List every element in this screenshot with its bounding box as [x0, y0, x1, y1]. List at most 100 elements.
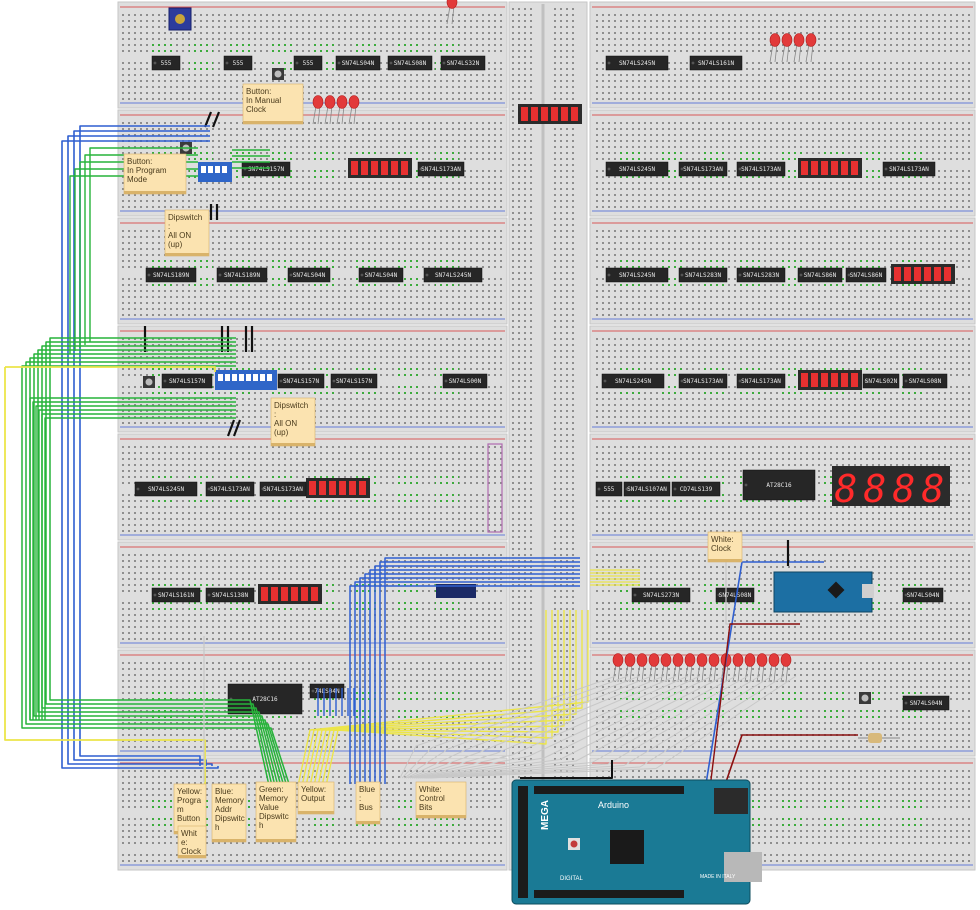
nano-board: [773, 571, 873, 613]
bargraph-segment: [831, 161, 838, 175]
chip-label: SN74LS157N: [169, 378, 206, 385]
chip-label: SN74LS283N: [685, 272, 722, 279]
chip-label: SN74LS173AN: [683, 378, 723, 385]
memory-address-wire: [73, 130, 210, 766]
rail-holes: [592, 88, 973, 100]
connected-holes: [900, 710, 924, 720]
led-leg: [749, 663, 753, 683]
ic-chip: SN74LS245N: [134, 481, 198, 497]
ic-chip: SN74LS157N: [330, 373, 378, 389]
chip-label: SN74LS157N: [248, 166, 285, 173]
rail-holes: [120, 658, 505, 670]
rail-holes: [592, 10, 973, 22]
connected-holes: [394, 710, 418, 720]
connected-holes: [700, 494, 724, 504]
connected-holes: [820, 278, 844, 288]
mega-header-top: [534, 786, 684, 794]
led-dome: [805, 33, 817, 47]
bargraph-segment: [329, 481, 336, 495]
rail-holes: [120, 334, 505, 346]
led: [446, 0, 458, 25]
ic-chip: SN74LS283N: [736, 267, 786, 283]
button-cap: [861, 694, 869, 702]
chip-notch: [337, 61, 341, 65]
connected-holes: [700, 368, 724, 378]
connected-holes: [780, 692, 804, 702]
chip-label: 74LS04N: [314, 688, 340, 695]
note-text: Blue: [359, 785, 376, 794]
chip-notch: [625, 487, 629, 491]
led: [756, 653, 768, 683]
chip-notch: [419, 167, 423, 171]
chip-notch: [332, 379, 336, 383]
chip-body: [742, 469, 816, 501]
chip-label: SN74LS273N: [643, 592, 680, 599]
chip-body: [902, 695, 950, 711]
digital-label: DIGITAL: [560, 876, 584, 882]
rail-holes: [592, 226, 973, 238]
connected-holes: [660, 710, 684, 720]
connected-holes: [740, 692, 764, 702]
rail-holes: [592, 412, 973, 424]
ic-chip: SN74LS245N: [605, 267, 669, 283]
chip-notch: [295, 61, 299, 65]
chip-label: SN74LS173AN: [741, 378, 781, 385]
rail-holes: [592, 304, 973, 316]
led-bargraph: [348, 158, 412, 178]
connected-holes: [271, 278, 295, 288]
led-leg: [793, 43, 798, 63]
connected-holes: [312, 386, 336, 396]
rail-holes: [592, 550, 973, 562]
led-leg: [451, 5, 455, 25]
connected-holes: [660, 602, 684, 612]
connected-holes: [900, 152, 924, 162]
ic-chip: AT28C16: [227, 683, 303, 715]
bargraph-segment: [541, 107, 548, 121]
connected-holes: [312, 584, 336, 594]
connected-holes: [312, 44, 336, 54]
note-text: In Manual: [246, 96, 281, 105]
note-text: Clock: [711, 544, 732, 553]
connected-holes: [271, 44, 295, 54]
led: [684, 653, 696, 683]
chip-notch: [717, 593, 721, 597]
led-leg: [660, 663, 665, 683]
connected-holes: [394, 800, 418, 810]
resistor-body: [868, 733, 882, 743]
note-text: Dipswitc: [215, 814, 245, 823]
connected-holes: [230, 152, 254, 162]
note-shadow: [356, 821, 380, 824]
connected-holes: [435, 152, 459, 162]
connected-holes: [740, 278, 764, 288]
dipswitch-toggle: [222, 166, 227, 173]
note-paper: [177, 825, 207, 859]
control-wire: [399, 675, 617, 779]
bus-wire: [364, 573, 580, 784]
note-text: Value: [259, 803, 279, 812]
connected-holes: [312, 260, 336, 270]
chip-notch: [207, 487, 211, 491]
connected-holes: [148, 44, 172, 54]
ic-chip: SN74LS86N: [845, 267, 887, 283]
connected-holes: [660, 692, 684, 702]
led-leg: [768, 663, 773, 683]
connected-holes: [312, 278, 336, 288]
connected-holes: [189, 602, 213, 612]
terminal-holes: [552, 4, 574, 868]
led: [780, 653, 792, 683]
connected-holes: [860, 152, 884, 162]
note-text: h: [215, 823, 219, 832]
connected-holes: [394, 584, 418, 594]
rail-holes: [120, 550, 505, 562]
chip-label: AT28C16: [766, 482, 792, 489]
led-leg: [312, 105, 317, 125]
control-wire: [407, 675, 665, 779]
connected-holes: [271, 476, 295, 486]
connected-holes: [740, 710, 764, 720]
note-shadow: [243, 121, 303, 124]
connected-holes: [740, 386, 764, 396]
chip-notch: [744, 483, 748, 487]
chip-notch: [311, 689, 315, 693]
chip-notch: [799, 273, 803, 277]
